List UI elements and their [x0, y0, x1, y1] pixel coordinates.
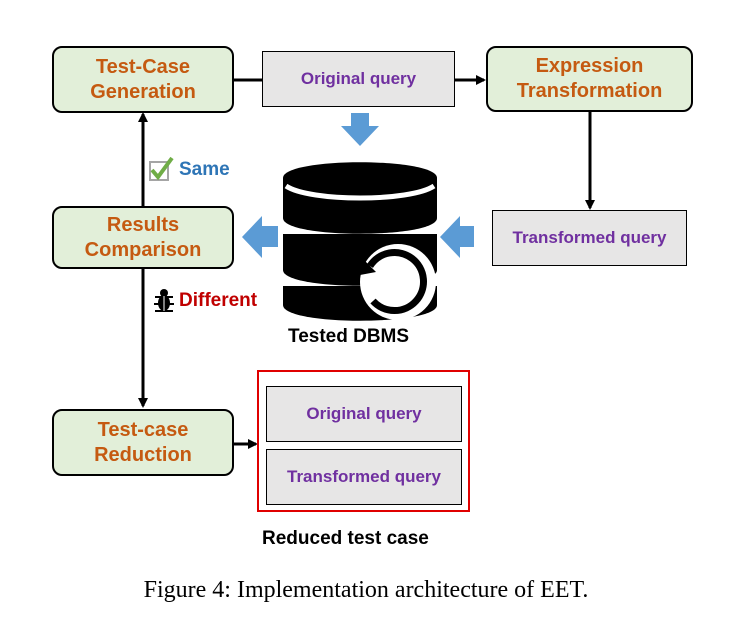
flow-arrow-left-to-comparison	[242, 216, 278, 258]
reduced-original-query: Original query	[266, 386, 462, 442]
reduced-test-case-frame	[257, 370, 470, 512]
flow-arrow-down	[341, 113, 379, 146]
tested-dbms-label: Tested DBMS	[288, 326, 410, 347]
figure-caption: Figure 4: Implementation architecture of…	[143, 577, 589, 603]
expression-transformation-node: Expression Transformation	[486, 46, 693, 112]
same-label: Same	[179, 159, 230, 180]
original-query-node: Original query	[262, 51, 455, 107]
transformed-query-node: Transformed query	[492, 210, 687, 266]
results-comparison-node: Results Comparison	[52, 206, 234, 269]
reduced-transformed-query: Transformed query	[266, 449, 462, 505]
flow-arrow-left-from-transformed	[440, 216, 474, 258]
checkbox-check-icon	[149, 156, 174, 181]
reduced-test-case-label: Reduced test case	[262, 528, 429, 549]
test-case-reduction-node: Test-case Reduction	[52, 409, 234, 476]
test-case-generation-node: Test-Case Generation	[52, 46, 234, 113]
bug-icon	[154, 289, 174, 312]
refresh-icon	[360, 244, 436, 320]
different-label: Different	[179, 290, 258, 311]
